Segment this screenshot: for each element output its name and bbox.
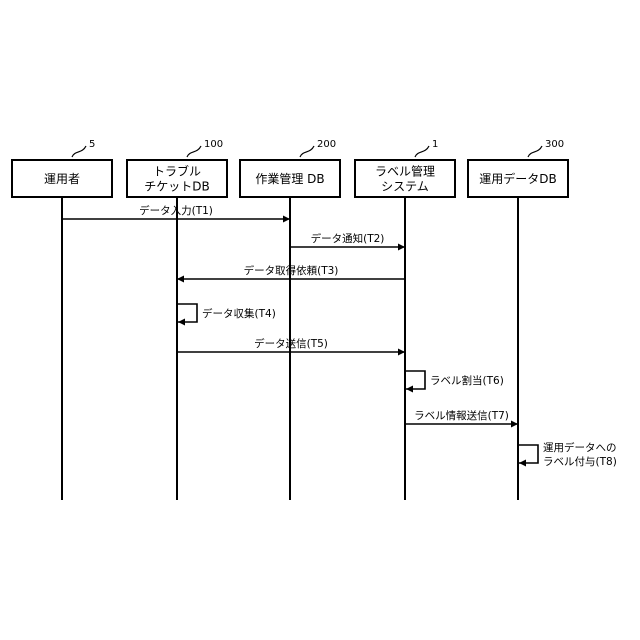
participant-label: 運用データDB [479,171,556,186]
participant-label: 作業管理 DB [255,171,324,186]
message: データ通知(T2) [290,232,405,247]
participant-box: トラブルチケットDB 100 [127,139,227,197]
message-label: データ通知(T2) [311,232,385,245]
reference-number: 100 [204,139,223,150]
message-label: ラベル情報送信(T7) [414,409,509,422]
participant-label: システム [381,180,429,194]
participant-box: 運用者 5 [12,139,112,197]
message-label: データ取得依頼(T3) [244,264,339,277]
message: ラベル割当(T6) [405,371,504,389]
reference-number: 1 [432,139,438,150]
reference-leader [72,146,86,157]
message-label: ラベル割当(T6) [430,374,504,387]
self-message-arrow [405,371,425,389]
message: データ取得依頼(T3) [177,264,405,279]
reference-number: 200 [317,139,336,150]
message: ラベル情報送信(T7) [405,409,518,424]
reference-number: 300 [545,139,564,150]
message-label: データ収集(T4) [202,307,276,320]
participant-label: ラベル管理 [375,164,435,179]
participant-box: 運用データDB 300 [468,139,568,197]
reference-leader [528,146,542,157]
participant-label: トラブル [153,164,201,179]
reference-leader [300,146,314,157]
message: データ入力(T1) [62,204,290,219]
self-message-arrow [518,445,538,463]
message-label: データ入力(T1) [139,204,213,217]
reference-leader [415,146,429,157]
message-label: ラベル付与(T8) [543,455,617,468]
participant-box: 作業管理 DB 200 [240,139,340,197]
message: データ収集(T4) [177,304,276,322]
message-label: データ送信(T5) [254,337,328,350]
self-message-arrow [177,304,197,322]
participant-label: チケットDB [144,180,209,194]
message-label: 運用データへの [543,441,617,454]
reference-number: 5 [89,139,95,150]
reference-leader [187,146,201,157]
message: データ送信(T5) [177,337,405,352]
message: 運用データへのラベル付与(T8) [518,441,617,468]
participant-box: ラベル管理システム 1 [355,139,455,197]
participant-label: 運用者 [44,172,80,186]
